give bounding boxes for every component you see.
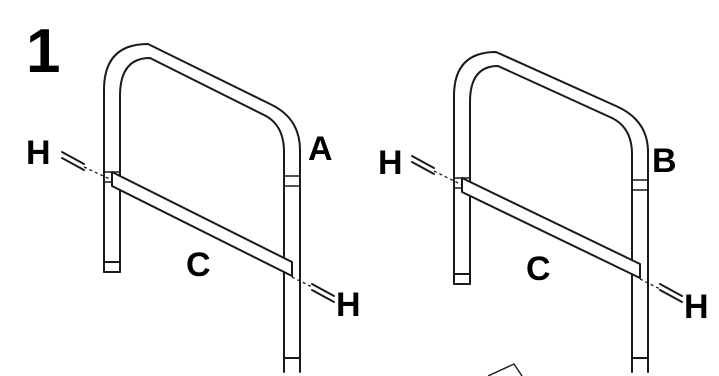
label-bolt-h-right-bottom: H [684,288,709,326]
label-bar-c-left: C [186,246,211,284]
bolt-h-left-bottom [291,276,335,303]
frame-a [103,43,301,373]
label-bolt-h-left-bottom: H [336,286,361,324]
bolt-h-right-top [411,155,463,186]
crossbar-c-left [111,171,293,277]
bolt-h-right-bottom [639,278,683,303]
label-bolt-h-right-top: H [378,144,403,182]
crossbar-c-right [461,177,641,279]
label-frame-b: B [652,142,677,180]
step-number: 1 [26,17,60,86]
partial-part-outline [487,363,523,376]
label-bar-c-right: C [526,250,551,288]
label-frame-a: A [308,130,333,168]
frame-b [453,51,649,373]
label-bolt-h-left-top: H [26,134,51,172]
bolt-h-left-top [61,151,113,181]
